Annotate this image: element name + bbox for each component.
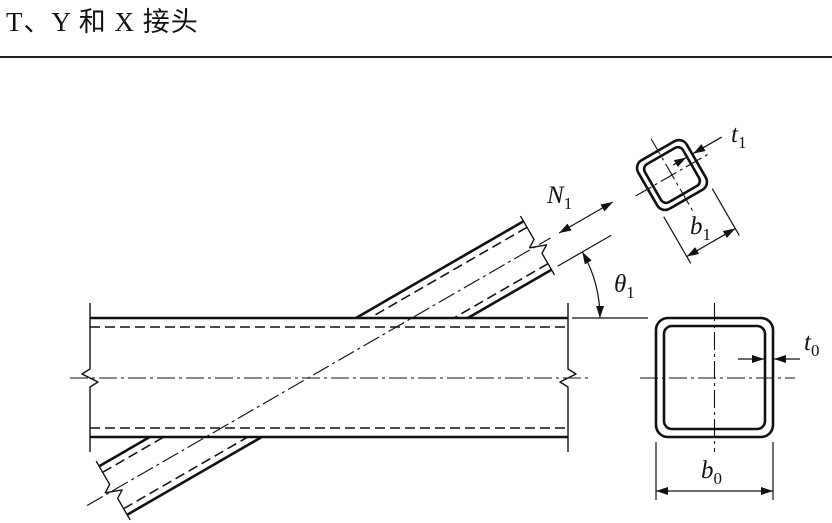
label-n1: N1 bbox=[546, 182, 572, 213]
brace-thickness-arrow-outer bbox=[692, 136, 722, 155]
chord-break-line-right bbox=[559, 303, 577, 452]
header-divider bbox=[0, 56, 832, 58]
brace-centerline bbox=[86, 237, 551, 506]
chord-member bbox=[70, 303, 592, 452]
label-theta1: θ1 bbox=[614, 271, 635, 302]
page-title: T、Y 和 X 接头 bbox=[6, 7, 199, 37]
brace-inner-wall-upper bbox=[102, 226, 528, 473]
brace-thickness-arrow-inner bbox=[672, 157, 687, 168]
brace-inner-wall-lower bbox=[123, 263, 549, 510]
axial-force-arrow bbox=[558, 201, 614, 234]
brace-outer-wall-upper bbox=[98, 220, 525, 468]
brace-width-dimension bbox=[686, 228, 736, 258]
brace-member bbox=[95, 215, 556, 521]
brace-section-centerline-b bbox=[650, 138, 694, 212]
brace-outer-wall-lower bbox=[126, 268, 553, 516]
chord-cross-section bbox=[640, 303, 800, 500]
label-t0: t0 bbox=[804, 329, 819, 360]
brace-annotations bbox=[86, 201, 614, 506]
angle-dimension bbox=[572, 251, 648, 319]
brace-width-extension-right bbox=[711, 188, 740, 236]
angle-arc bbox=[581, 251, 604, 319]
label-t1: t1 bbox=[731, 121, 746, 152]
label-b0: b0 bbox=[701, 457, 722, 488]
brace-cross-section bbox=[635, 136, 740, 264]
brace-break-line-bottom bbox=[95, 460, 131, 521]
brace-break-line-top bbox=[519, 215, 556, 276]
label-b1: b1 bbox=[690, 213, 711, 244]
brace-extension-line bbox=[557, 234, 612, 267]
brace-width-extension-left bbox=[663, 216, 692, 264]
chord-break-line-left bbox=[81, 303, 99, 452]
